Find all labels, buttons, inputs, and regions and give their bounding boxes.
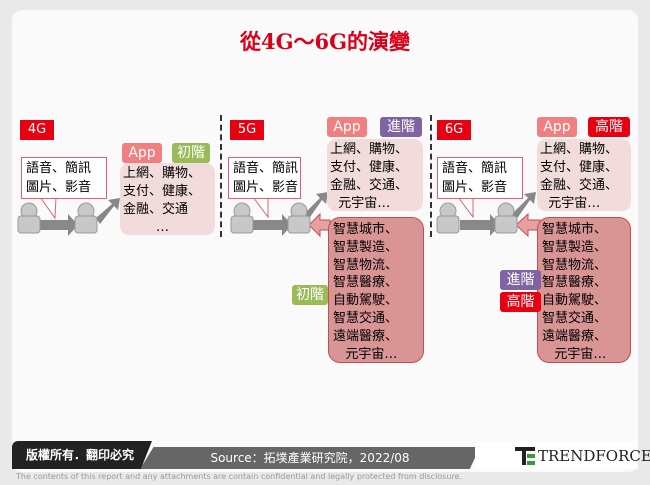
app-list-box: 上網、購物、 支付、健康、 金融、交通、 元宇宙… — [327, 139, 423, 211]
level-tag-high: 高階 — [588, 117, 630, 137]
brand-name: TRENDFORCE — [538, 447, 650, 465]
speech-bubble: 語音、簡訊 圖片、影音 — [228, 157, 301, 199]
gen-label-5g: 5G — [230, 120, 264, 140]
arrow-left-icon — [308, 212, 331, 238]
brand-area: TRENDFORCE — [475, 441, 650, 469]
gen-label-6g: 6G — [437, 120, 471, 140]
smart-level-tag-high: 高階 — [500, 292, 541, 312]
person-icon — [230, 202, 254, 234]
arrow-right-icon — [253, 214, 292, 236]
arrow-right-icon — [40, 214, 78, 236]
smart-level-tag-advanced: 進階 — [500, 270, 541, 290]
trendforce-logo-icon — [515, 447, 535, 465]
slide-card — [12, 10, 638, 472]
app-tag: App — [537, 117, 577, 137]
smart-level-tag-basic: 初階 — [292, 285, 328, 305]
person-icon — [494, 202, 518, 234]
smart-applications-box: 智慧城市、 智慧製造、 智慧物流、 智慧醫療、 自動駕駛、 智慧交通、 遠端醫療… — [537, 217, 631, 363]
level-tag-advanced: 進階 — [380, 117, 422, 137]
arrow-up-right-icon — [304, 192, 328, 220]
speech-bubble: 語音、簡訊 圖片、影音 — [21, 157, 107, 199]
arrow-up-right-icon — [96, 198, 120, 224]
divider — [220, 115, 222, 237]
source-text: Source：拓墣產業研究院，2022/08 — [140, 447, 480, 469]
arrow-up-right-icon — [512, 192, 536, 220]
divider — [430, 115, 432, 237]
app-tag: App — [327, 117, 367, 137]
app-list-box: 上網、購物、 支付、健康、 金融、交通 … — [120, 163, 215, 235]
person-icon — [287, 202, 311, 234]
speech-bubble: 語音、簡訊 圖片、影音 — [437, 157, 523, 199]
disclaimer: The contents of this report and any atta… — [16, 472, 462, 481]
person-icon — [74, 202, 98, 234]
app-list-box: 上網、購物、 支付、健康、 金融、交通、 元宇宙… — [537, 139, 631, 211]
gen-label-4g: 4G — [20, 120, 54, 140]
arrow-right-icon — [460, 214, 500, 236]
level-tag-basic: 初階 — [172, 143, 210, 163]
slide-title: 從4G～6G的演變 — [239, 29, 411, 54]
app-tag: App — [122, 143, 162, 163]
person-icon — [436, 202, 460, 234]
smart-applications-box: 智慧城市、 智慧製造、 智慧物流、 智慧醫療、 自動駕駛、 智慧交通、 遠端醫療… — [328, 217, 424, 363]
copyright-text: 版權所有．翻印必究 — [12, 441, 152, 469]
person-icon — [17, 202, 41, 234]
